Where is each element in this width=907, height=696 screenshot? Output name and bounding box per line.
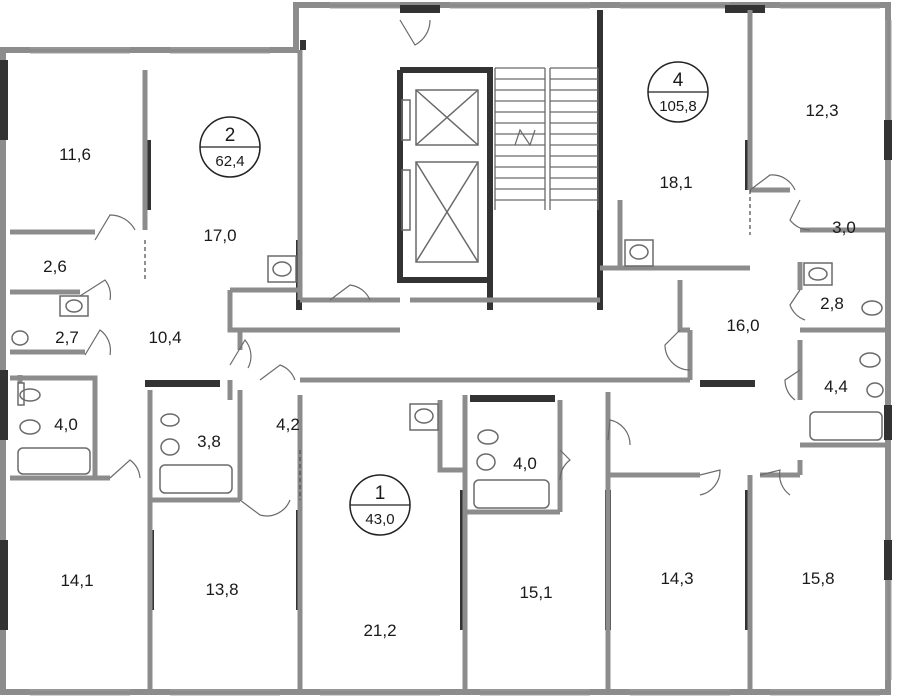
apartment-4-number: 4: [673, 70, 684, 91]
room-area-13-8: 13,8: [205, 580, 238, 599]
stair-core: [397, 10, 603, 310]
room-area-4-0-left: 4,0: [54, 415, 78, 434]
room-area-21-2: 21,2: [363, 621, 396, 640]
exterior-walls: [0, 2, 891, 695]
room-area-3-0: 3,0: [832, 218, 856, 237]
apartment-1-badge: 1 43,0: [349, 474, 411, 536]
room-area-12-3: 12,3: [805, 101, 838, 120]
apartment-1-number: 1: [375, 483, 386, 504]
room-area-18-1: 18,1: [659, 173, 692, 192]
apartment-4-area: 105,8: [659, 98, 697, 115]
door-swings: [79, 19, 811, 517]
elevator-shafts: [401, 89, 479, 263]
room-area-4-2: 4,2: [276, 415, 300, 434]
open-passages: [144, 190, 751, 500]
room-area-4-0-mid: 4,0: [513, 454, 537, 473]
room-labels: 11,6 17,0 2,6 2,7 10,4 4,0 3,8 4,2 14,1 …: [43, 101, 856, 640]
apartment-2-area: 62,4: [215, 153, 244, 170]
room-area-15-8: 15,8: [801, 569, 834, 588]
stairs: [494, 67, 599, 210]
apartment-1-area: 43,0: [365, 511, 394, 528]
apartment-4-badge: 4 105,8: [647, 61, 709, 123]
room-area-11-6: 11,6: [59, 145, 91, 164]
interior-walls: [10, 10, 890, 690]
room-area-2-6: 2,6: [43, 257, 67, 276]
room-area-2-8: 2,8: [820, 294, 844, 313]
room-area-17-0: 17,0: [203, 226, 236, 245]
room-area-3-8: 3,8: [197, 432, 221, 451]
room-area-2-7: 2,7: [55, 328, 79, 347]
room-area-14-3: 14,3: [660, 569, 693, 588]
room-area-14-1: 14,1: [60, 571, 93, 590]
windows: [30, 2, 892, 696]
room-area-4-4: 4,4: [824, 377, 848, 396]
room-area-10-4: 10,4: [148, 328, 181, 347]
apartment-2-badge: 2 62,4: [199, 116, 261, 178]
room-area-15-1: 15,1: [519, 583, 552, 602]
sanitary-fixtures: [11, 239, 884, 509]
room-area-16-0: 16,0: [726, 316, 759, 335]
apartment-2-number: 2: [225, 125, 236, 146]
